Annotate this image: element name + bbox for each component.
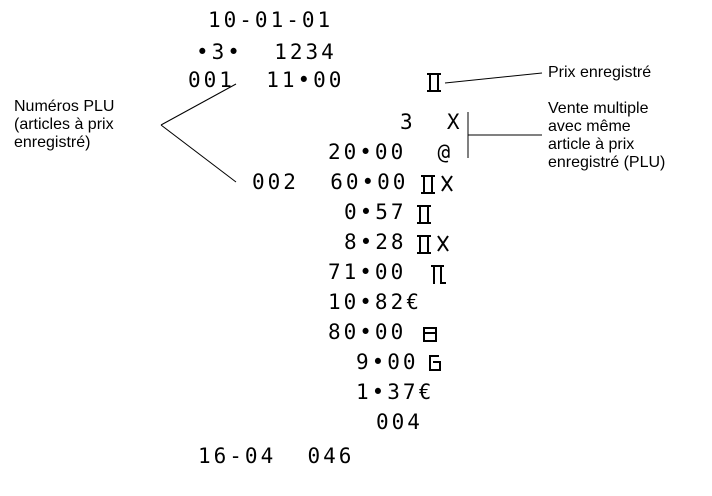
receipt-line-tax-2: 8•28	[344, 230, 407, 254]
subtotal-symbol	[431, 265, 446, 284]
receipt-line-euro-total: 10•82€	[328, 290, 422, 314]
receipt-line-footer: 16-04 046	[198, 444, 355, 468]
cash-symbol	[423, 327, 437, 342]
receipt-line-quantity: 3 X	[400, 110, 463, 134]
receipt-line-cash: 80•00	[328, 320, 407, 344]
receipt-line-unit-price: 20•00 @	[328, 140, 454, 164]
leader-registered-price	[444, 72, 543, 84]
leader-plu-001	[160, 83, 237, 126]
label-multiple-sale: Vente multiple avec même article à prix …	[548, 100, 666, 171]
registered-price-symbol	[421, 175, 435, 194]
receipt-line-plu-001: 001 11•00	[188, 68, 345, 92]
registered-price-symbol	[417, 205, 431, 224]
receipt-line-count: 004	[376, 410, 423, 434]
receipt-line-euro-change: 1•37€	[356, 380, 435, 404]
label-registered-price: Prix enregistré	[548, 64, 652, 81]
multiply-mark	[437, 235, 449, 252]
multiply-mark	[441, 175, 453, 192]
leader-lines	[160, 72, 543, 183]
price-symbols	[417, 73, 446, 371]
registered-price-symbol	[427, 73, 441, 92]
multiply-symbols	[437, 175, 453, 252]
label-plu-numbers: Numéros PLU (articles à prix enregistré)	[14, 98, 115, 151]
receipt-line-total: 71•00	[328, 260, 407, 284]
receipt-line-clerk: •3• 1234	[196, 40, 337, 64]
receipt-line-tax-1: 0•57	[344, 200, 407, 224]
registered-price-symbol	[417, 235, 431, 254]
receipt-line-change: 9•00	[356, 350, 419, 374]
change-symbol	[429, 355, 441, 371]
receipt-line-plu-002: 002 60•00	[252, 170, 409, 194]
leader-plu-002	[160, 124, 237, 183]
receipt-line-date: 10-01-01	[208, 8, 334, 32]
